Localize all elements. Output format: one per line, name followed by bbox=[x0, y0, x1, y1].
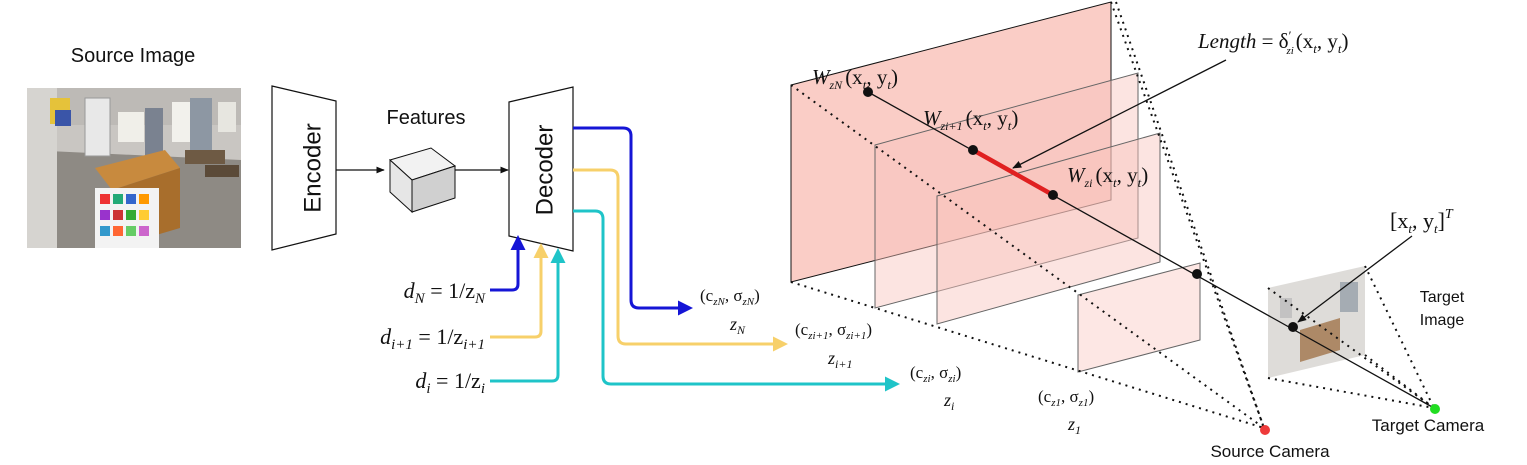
length-arrow bbox=[1012, 59, 1227, 169]
source-image-title: Source Image bbox=[71, 45, 196, 67]
output-1-label: (cz1, σz1) z1 bbox=[1038, 387, 1094, 437]
disparity-i1-label: di+1 = 1/zi+1 bbox=[380, 324, 485, 353]
plane-zi1 bbox=[874, 72, 1139, 309]
length-segment bbox=[971, 148, 1055, 197]
source-image-photo bbox=[27, 88, 241, 248]
target-image-photo bbox=[1268, 266, 1365, 378]
warp-label-zn: WzN(xt, yt) bbox=[812, 65, 898, 92]
source-camera-dot bbox=[1260, 425, 1270, 435]
disparity-n-arrow bbox=[490, 235, 526, 292]
plane-zn bbox=[790, 1, 1112, 283]
svg-text:Wzi+1(xt, yt): Wzi+1(xt, yt) bbox=[923, 106, 1018, 133]
target-coord-arrow bbox=[1297, 235, 1413, 323]
warp-label-zi1: Wzi+1(xt, yt) bbox=[923, 106, 1018, 133]
svg-text:dN = 1/zN: dN = 1/zN bbox=[404, 278, 486, 307]
disparity-i-arrow bbox=[490, 248, 566, 383]
target-camera-dot bbox=[1430, 404, 1440, 414]
features-label: Features bbox=[387, 107, 466, 129]
output-n-label: (czN, σzN) zN bbox=[700, 286, 760, 337]
decoder-label: Decoder bbox=[531, 125, 558, 216]
output-i1-label: (czi+1, σzi+1) zi+1 bbox=[795, 320, 872, 371]
target-frustum bbox=[1267, 265, 1435, 409]
plane-zi bbox=[936, 132, 1161, 325]
svg-text:zN: zN bbox=[729, 314, 746, 337]
plane-z1 bbox=[1077, 262, 1201, 373]
svg-text:(cz1, σz1): (cz1, σz1) bbox=[1038, 387, 1094, 409]
svg-text:di+1 = 1/zi+1: di+1 = 1/zi+1 bbox=[380, 324, 485, 353]
svg-text:[xt, yt]T: [xt, yt]T bbox=[1390, 207, 1454, 236]
decoder-block bbox=[508, 86, 574, 252]
encoder-label: Encoder bbox=[299, 123, 326, 212]
svg-text:(czi+1, σzi+1): (czi+1, σzi+1) bbox=[795, 320, 872, 342]
source-frustum bbox=[790, 1, 1265, 429]
point-w-z1 bbox=[1192, 269, 1202, 279]
warp-label-zi: Wzi(xt, yt) bbox=[1067, 163, 1148, 190]
ray-line bbox=[867, 91, 1435, 409]
source-camera-label: Source Camera bbox=[1210, 442, 1330, 461]
disparity-i-label: di = 1/zi bbox=[415, 368, 485, 397]
disparity-n-label: dN = 1/zN bbox=[404, 278, 486, 307]
output-i-label: (czi, σzi) zi bbox=[910, 363, 961, 413]
svg-text:Wzi(xt, yt): Wzi(xt, yt) bbox=[1067, 163, 1148, 190]
point-w-zi1 bbox=[968, 145, 978, 155]
target-camera-label: Target Camera bbox=[1372, 416, 1485, 435]
svg-text:zi+1: zi+1 bbox=[827, 348, 852, 371]
target-image-label-line2: Image bbox=[1420, 312, 1465, 329]
svg-text:(czi, σzi): (czi, σzi) bbox=[910, 363, 961, 385]
svg-text:di = 1/zi: di = 1/zi bbox=[415, 368, 485, 397]
point-w-zi bbox=[1048, 190, 1058, 200]
svg-text:Length = δ′zi(xt, yt): Length = δ′zi(xt, yt) bbox=[1197, 28, 1349, 57]
output-i1-arrow bbox=[573, 168, 788, 352]
svg-text:z1: z1 bbox=[1067, 414, 1081, 437]
point-w-zn bbox=[863, 87, 873, 97]
output-i-arrow bbox=[573, 209, 900, 392]
point-target-pixel bbox=[1288, 322, 1298, 332]
depth-planes bbox=[790, 1, 1201, 373]
output-n-arrow bbox=[573, 126, 693, 316]
encoder-block bbox=[271, 85, 337, 251]
target-image-label-line1: Target bbox=[1420, 289, 1465, 306]
svg-text:zi: zi bbox=[943, 390, 954, 413]
target-coord-label: [xt, yt]T bbox=[1390, 207, 1454, 236]
svg-text:(czN, σzN): (czN, σzN) bbox=[700, 286, 760, 308]
features-cube bbox=[389, 147, 457, 214]
disparity-i1-arrow bbox=[490, 243, 549, 339]
svg-text:WzN(xt, yt): WzN(xt, yt) bbox=[812, 65, 898, 92]
length-label: Length = δ′zi(xt, yt) bbox=[1197, 28, 1349, 57]
